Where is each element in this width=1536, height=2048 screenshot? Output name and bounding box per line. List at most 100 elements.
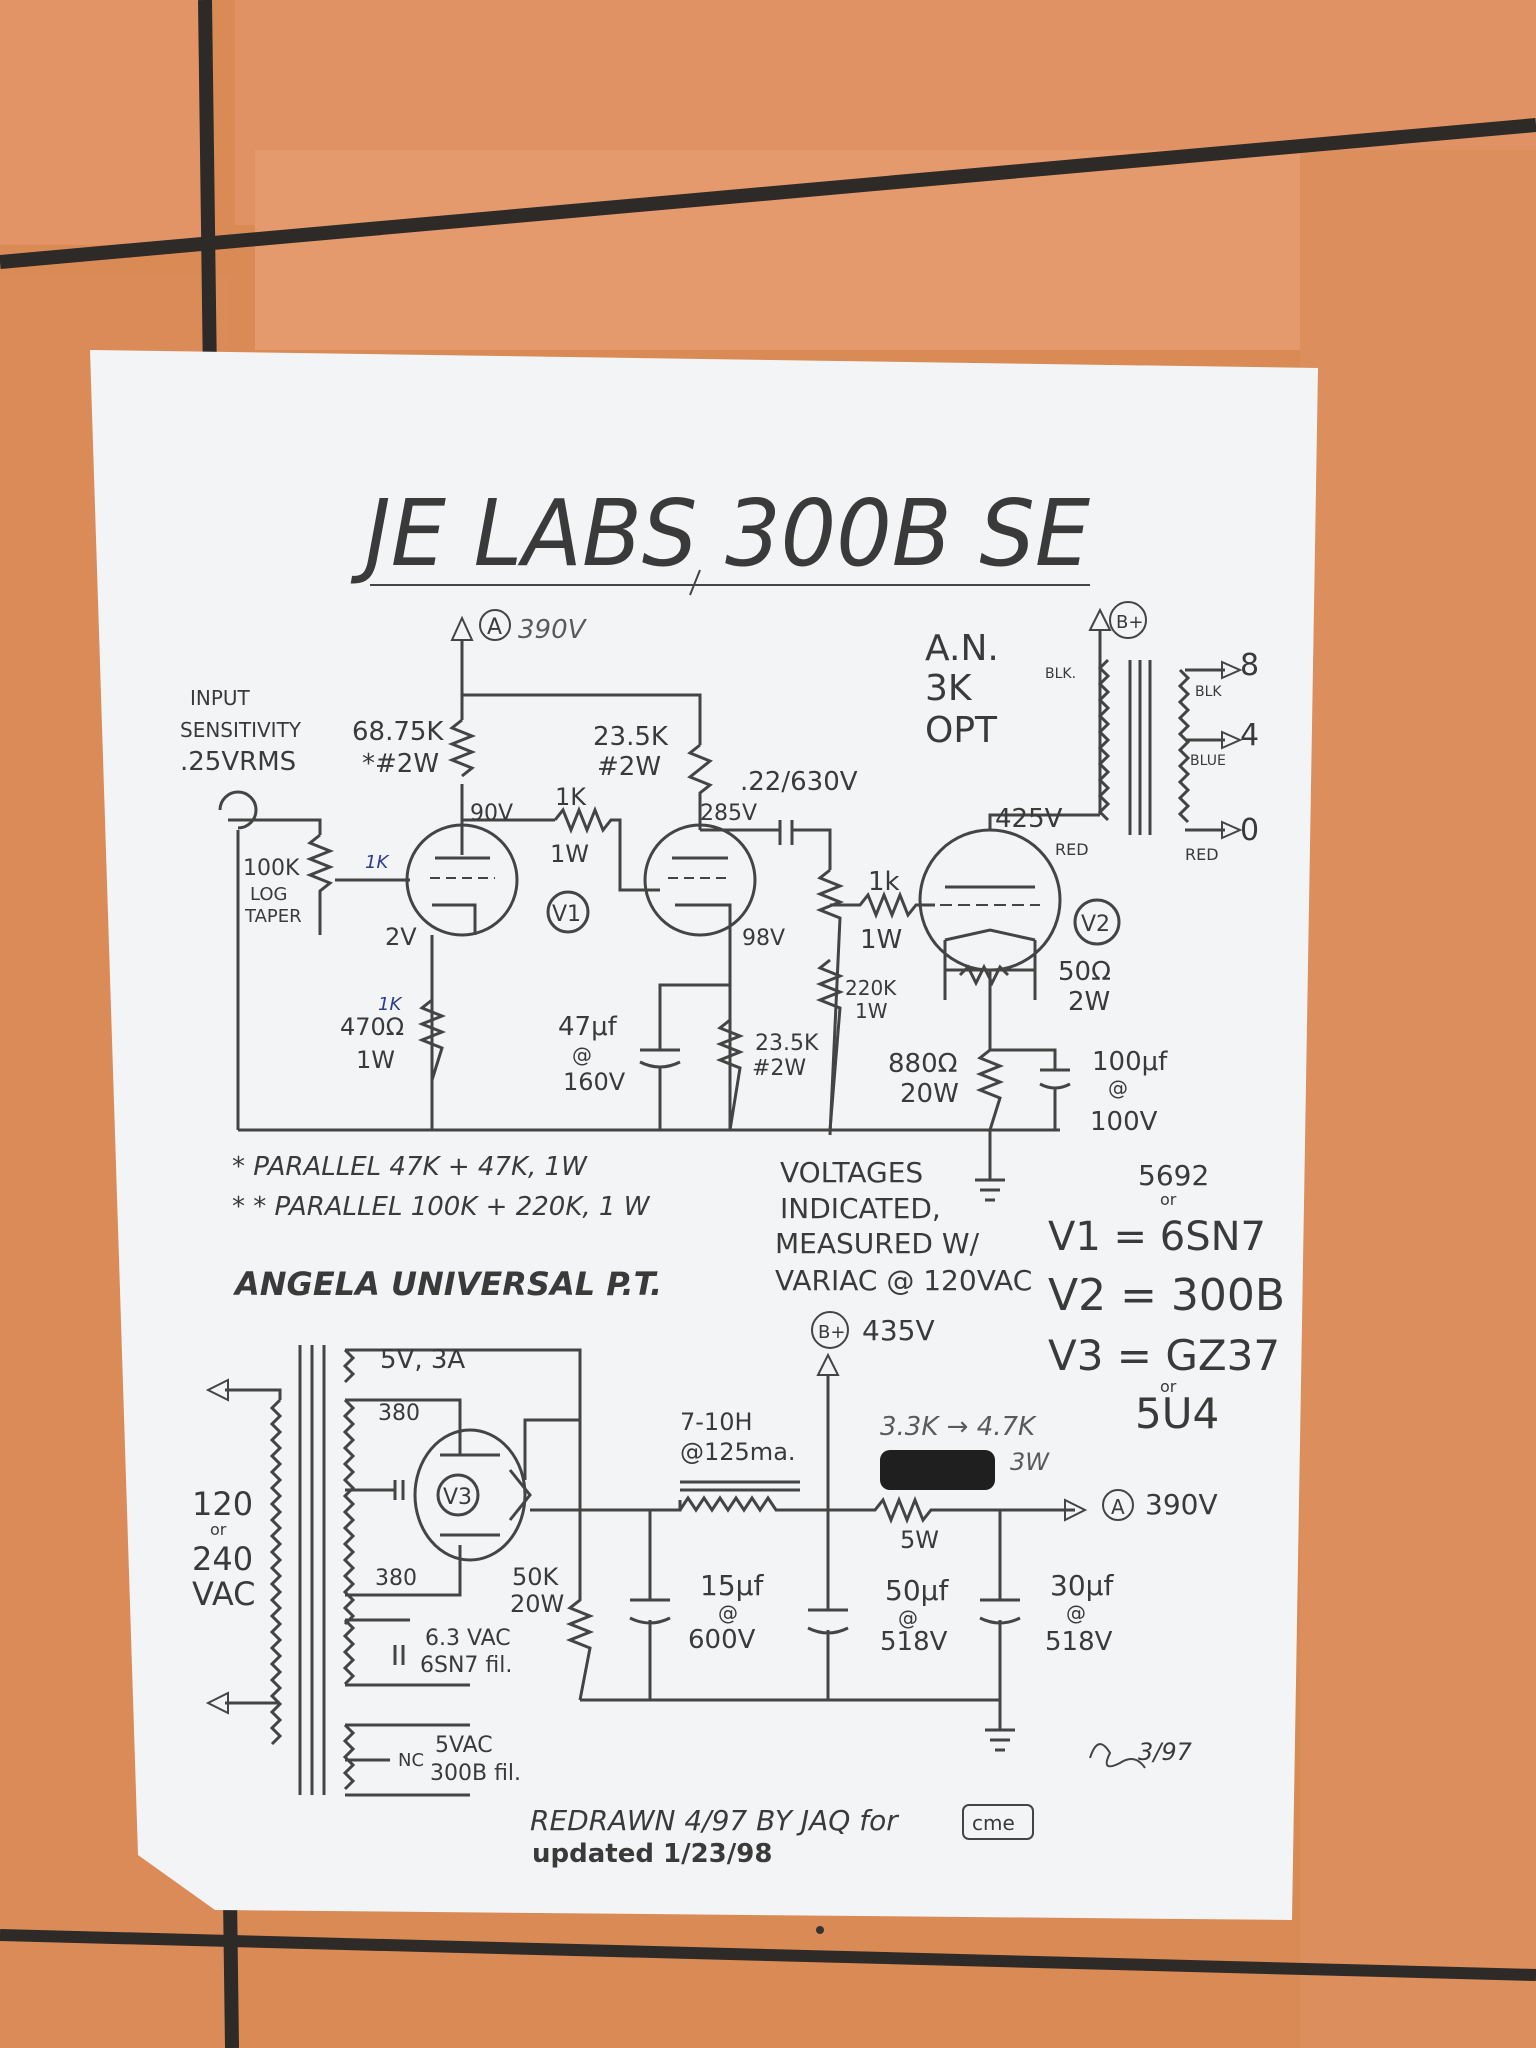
diagram-label: 3K [925,668,973,709]
diagram-label: VOLTAGES [780,1156,923,1189]
diagram-label: V1 [552,902,581,927]
diagram-label: 880Ω [888,1049,958,1079]
diagram-label: 5V, 3A [380,1345,465,1375]
diagram-label: cme [972,1811,1015,1835]
node-a-top: A 390V [450,609,588,695]
diagram-label: 3.3K → 4.7K [880,1412,1037,1442]
footer: REDRAWN 4/97 BY JAQ for cme updated 1/23… [530,1738,1193,1934]
paper-sheet [90,350,1318,1920]
diagram-label: .22/630V [740,767,858,797]
diagram-label: B+ [1116,612,1143,633]
diagram-label: 23.5K [593,722,669,752]
diagram-label: 47μf [558,1012,618,1042]
diagram-label: @ [718,1601,738,1625]
cme-logo [962,1804,1034,1840]
diagram-label: TAPER [244,906,302,927]
diagram-label: 100K [243,856,300,881]
diagram-label: 4 [1240,718,1259,753]
diagram-label: 30μf [1050,1569,1114,1602]
diagram-label: VAC [192,1575,256,1613]
diagram-label: 435V [862,1314,935,1347]
diagram-label: 90V [470,801,513,826]
diagram-label: 50K [512,1563,560,1591]
driver-labels: 68.75K *#2W 23.5K #2W .22/630V 90V 1K 1W… [243,648,1259,1137]
diagram-label: 68.75K [352,717,444,747]
diagram-label: #2W [597,752,661,782]
diagram-label: 3W [1010,1448,1050,1476]
diagram-label: 5U4 [1135,1389,1219,1438]
diagram-label: 0 [1240,813,1259,848]
diagram-label: 6.3 VAC [425,1626,511,1651]
diagram-label: REDRAWN 4/97 BY JAQ for [530,1804,899,1837]
diagram-label: V2 [1081,912,1110,937]
diagram-label: 300B fil. [430,1761,521,1786]
diagram-label: 1W [550,840,589,868]
opt-label: A.N. 3K OPT B+ [925,601,1147,751]
diagram-label: MEASURED W/ [775,1227,980,1260]
diagram-label: 220K [845,976,897,1000]
diagram-label: 518V [1045,1627,1113,1657]
diagram-label: 3/97 [1138,1738,1193,1766]
diagram-label: 1W [855,999,888,1023]
diagram-label: 20W [510,1590,564,1618]
parallel-notes: * PARALLEL 47K + 47K, 1W * * PARALLEL 10… [232,1152,1032,1297]
diagram-label: INDICATED, [780,1192,941,1225]
diagram-label: 98V [742,926,785,951]
diagram-label: A [1111,1495,1125,1519]
diagram-label: A [487,615,502,640]
diagram-label: @ [898,1606,918,1630]
diagram-label: NC [398,1750,424,1771]
diagram-label: INPUT [190,686,251,710]
diagram-label: 390V [518,615,588,645]
diagram-label: 470Ω [340,1013,404,1041]
diagram-label: 1k [868,867,900,897]
diagram-label: @125ma. [680,1438,796,1466]
diagram-label: @ [1066,1601,1086,1625]
diagram-label: * PARALLEL 47K + 47K, 1W [232,1152,588,1182]
diagram-label: 425V [995,804,1063,834]
diagram-label: .25VRMS [180,747,296,777]
diagram-label: 5692 [1138,1159,1209,1192]
diagram-label: 1W [356,1046,395,1074]
signature [1089,1743,1146,1769]
diagram-label: @ [1108,1076,1128,1100]
driver-stage-wiring [218,607,1243,1202]
diagram-label: 1W [860,925,902,955]
diagram-label: 100V [1090,1107,1158,1137]
diagram-label: @ [572,1043,592,1067]
diagram-label: 7-10H [680,1408,753,1436]
diagram-label: 1K [555,783,587,811]
diagram-label: V1 = 6SN7 [1048,1214,1266,1260]
diagram-label: A.N. [925,628,999,669]
diagram-label: or [210,1520,227,1539]
diagram-label: *#2W [362,749,439,779]
power-supply-section: ANGELA UNIVERSAL P.T. B+ 435V 120 or 240… [192,1265,1218,1797]
diagram-label: 23.5K [755,1031,819,1056]
diagram-label: V2 = 300B [1048,1270,1285,1321]
diagram-label: 600V [688,1625,756,1655]
diagram-label: 380 [375,1566,417,1591]
diagram-label: 100μf [1092,1047,1168,1077]
diagram-label: LOG [250,884,288,905]
diagram-label: 2W [1068,987,1110,1017]
input-label: INPUT SENSITIVITY .25VRMS [180,686,302,777]
diagram-label: 50μf [885,1574,949,1607]
diagram-label: 5VAC [435,1733,493,1758]
diagram-label: OPT [925,710,998,751]
diagram-label: 5W [900,1526,939,1554]
diagram-label: SENSITIVITY [180,718,302,742]
diagram-label: #2W [752,1056,806,1081]
diagram-title: JE LABS 300B SE [350,480,1090,587]
diagram-label: ANGELA UNIVERSAL P.T. [232,1265,662,1303]
diagram-label: 6SN7 fil. [420,1653,512,1678]
diagram-label: * * PARALLEL 100K + 220K, 1 W [232,1192,651,1222]
diagram-label: BLK. [1045,666,1076,682]
diagram-label: 20W [900,1079,959,1109]
diagram-label: 2V [385,923,417,951]
diagram-label: V3 = GZ37 [1048,1331,1280,1380]
diagram-label: 120 [192,1485,253,1523]
diagram-label: B+ [818,1322,845,1343]
diagram-label: 50Ω [1058,957,1111,987]
resistor-blob [880,1450,995,1490]
